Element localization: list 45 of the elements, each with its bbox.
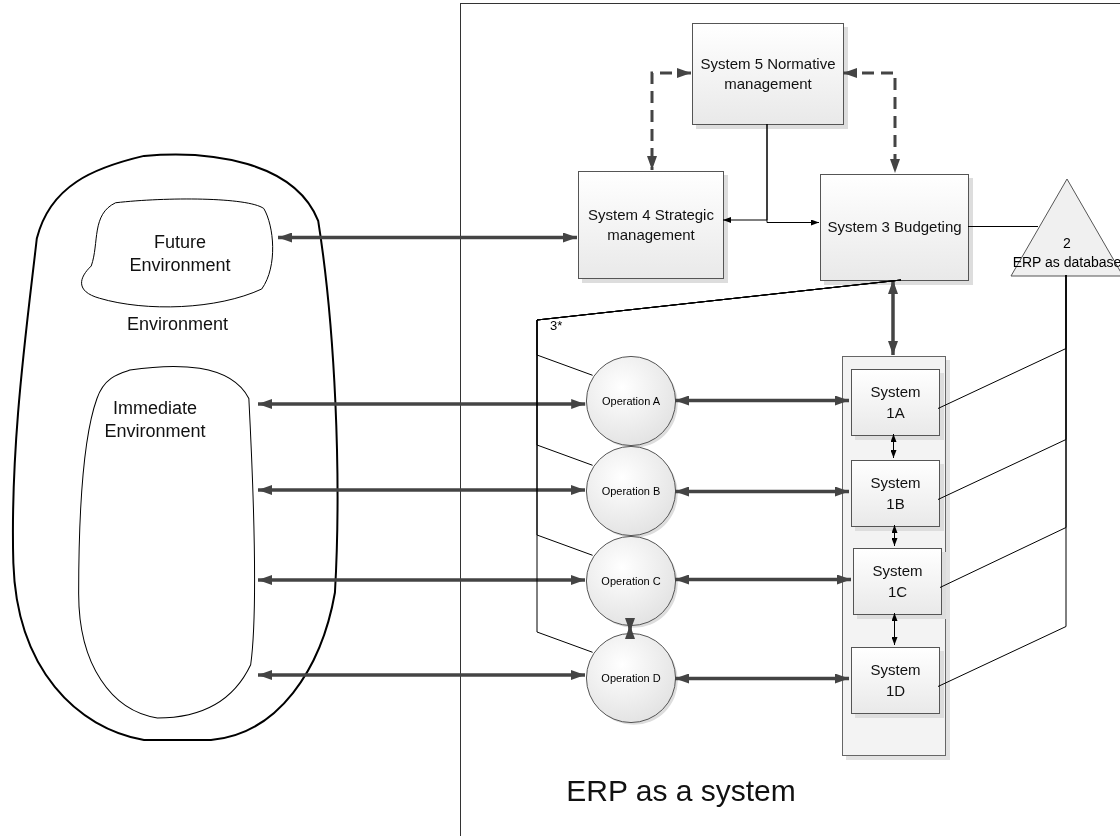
area-label: Future Environment [128,231,232,276]
channel-label: 3* [550,318,563,333]
arrow [891,612,898,646]
box-label: ERP as database [1012,253,1120,272]
arrow [675,673,849,684]
arrow [675,395,849,406]
arrow [258,485,585,495]
arrow [843,68,900,173]
box-label: Operation D [601,670,661,686]
arrow [890,433,897,459]
arrow [258,399,586,409]
box-label: Operation C [601,573,661,589]
box-label: Operation B [601,483,661,499]
area-label: Immediate Environment [103,397,207,442]
system-panel [460,3,1120,836]
arrow [625,618,635,639]
arrow [888,280,898,355]
arrow [258,575,585,585]
box-label: System 3 Budgeting [827,217,962,238]
environment-blob [75,363,258,718]
box-label: System 4 Strategic management [587,204,715,245]
operation-circle [586,446,676,536]
panel-title: ERP as a system [565,773,797,809]
database-triangle [1011,179,1120,276]
arrow [258,670,585,680]
box-label: Operation A [601,393,661,409]
operation-circle [586,356,676,446]
box-label: System 1B [869,473,922,514]
arrow [766,123,820,226]
area-label: Environment [125,313,230,336]
operation-circle [586,536,676,626]
arrow [675,486,849,497]
connector-line [967,226,1039,227]
connector-line [937,274,1067,687]
arrow [675,574,851,585]
arrow [278,232,577,243]
box-label: System 5 Normative management [699,53,837,94]
box-label: System 1C [871,561,924,602]
operation-circle [586,633,676,723]
box-label: System 1A [869,382,922,423]
connector-line [536,279,902,653]
arrow [891,524,898,547]
box-label: 2 [1063,234,1071,254]
arrow [647,68,691,170]
box-label: System 1D [869,660,922,701]
